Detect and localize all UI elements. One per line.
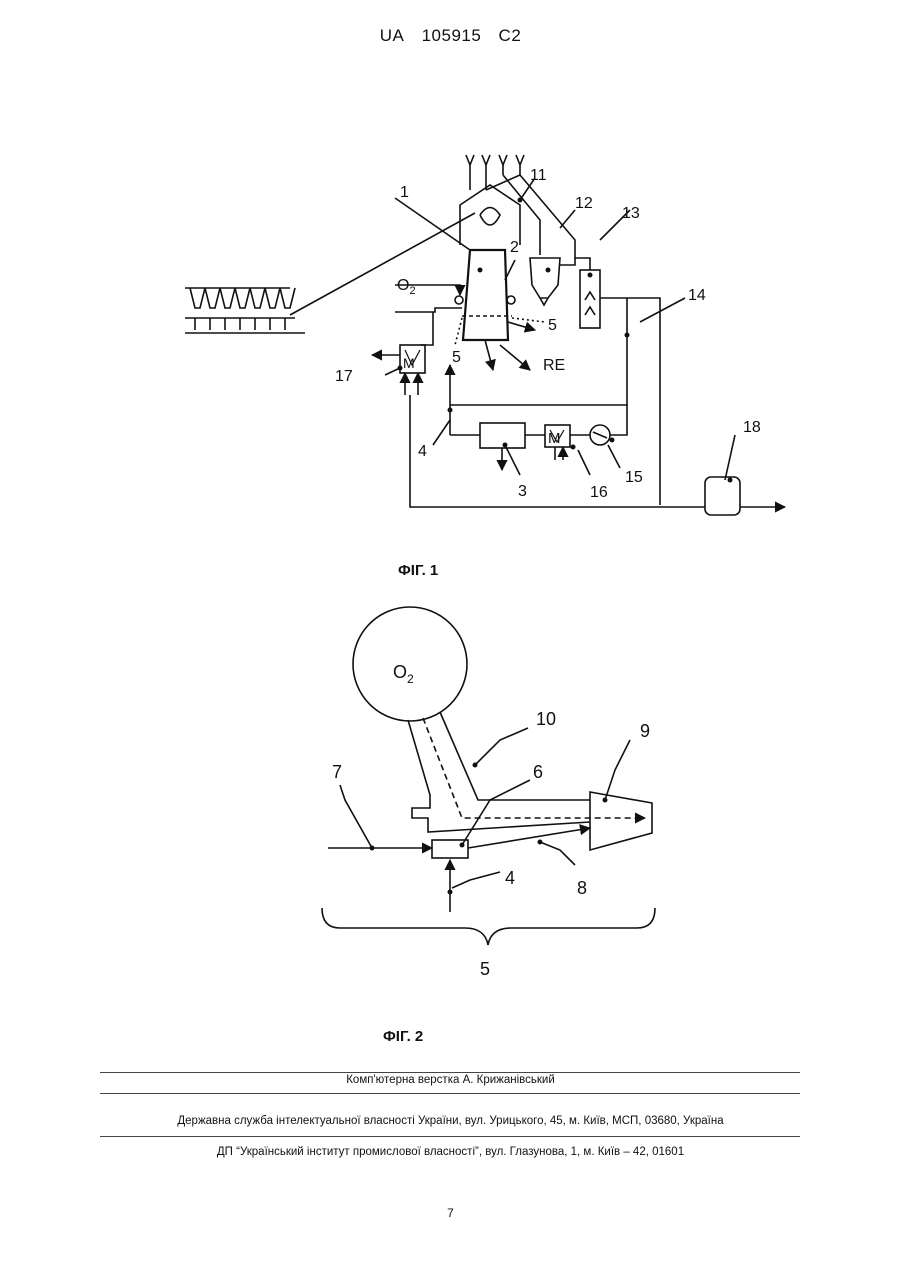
label-5-fig2: 5 <box>480 959 490 979</box>
page-number: 7 <box>0 1206 901 1220</box>
brace-5 <box>322 908 655 945</box>
label-4-fig2: 4 <box>505 868 515 888</box>
oxygen-tank <box>353 607 467 721</box>
burner-9 <box>590 792 652 850</box>
label-7-fig2: 7 <box>332 762 342 782</box>
footer-institute: ДП “Український інститут промислової вла… <box>0 1146 901 1158</box>
label-6-fig2: 6 <box>533 762 543 782</box>
label-o2-fig2: O2 <box>393 662 414 686</box>
footer-rule-3 <box>100 1136 800 1137</box>
footer-rule-1 <box>100 1072 800 1073</box>
footer-layout-credit: Комп'ютерна верстка А. Крижанівський <box>0 1074 901 1086</box>
footer-agency: Державна служба інтелектуальної власност… <box>0 1115 901 1127</box>
figure-2-diagram: O2 7 10 6 9 4 8 5 <box>0 0 901 1000</box>
figure-2-caption: ФІГ. 2 <box>383 1028 423 1045</box>
label-8-fig2: 8 <box>577 878 587 898</box>
label-10-fig2: 10 <box>536 709 556 729</box>
footer-rule-2 <box>100 1093 800 1094</box>
label-9-fig2: 9 <box>640 721 650 741</box>
